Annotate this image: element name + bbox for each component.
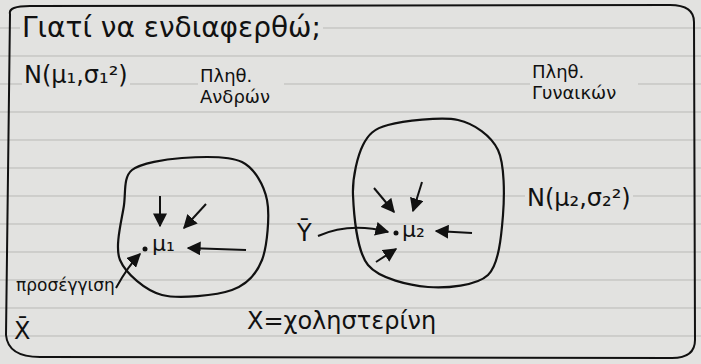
ruled-lines (0, 28, 701, 336)
population-region: Πληθ. ΓυναικώνN(μ₂,σ₂²) (348, 115, 508, 290)
population-region: N(μ₁,σ₁²)Πληθ. Ανδρών (112, 150, 272, 300)
mean-dot (394, 231, 399, 236)
frame (6, 5, 695, 358)
mean-symbol: μ₂ (400, 217, 427, 242)
mean-dot (143, 247, 148, 252)
mean-symbol: μ₁ (150, 231, 177, 256)
distribution-label: N(μ₁,σ₁²) (22, 62, 130, 90)
sample-mean: X̄ (12, 318, 32, 346)
title: Γιατί να ενδιαφερθώ; (20, 12, 323, 44)
variable-definition: X=χοληστερίνη (245, 308, 438, 336)
sample-mean: Ȳ (295, 220, 314, 248)
population-label: Πληθ. Ανδρών (198, 66, 284, 107)
distribution-label: N(μ₂,σ₂²) (525, 185, 633, 213)
pointer-arrows (116, 182, 472, 288)
region-outline (348, 115, 508, 290)
population-label: Πληθ. Γυναικών (530, 62, 638, 103)
region-outline (112, 150, 272, 300)
approximation-note: προσέγγιση (14, 276, 117, 296)
